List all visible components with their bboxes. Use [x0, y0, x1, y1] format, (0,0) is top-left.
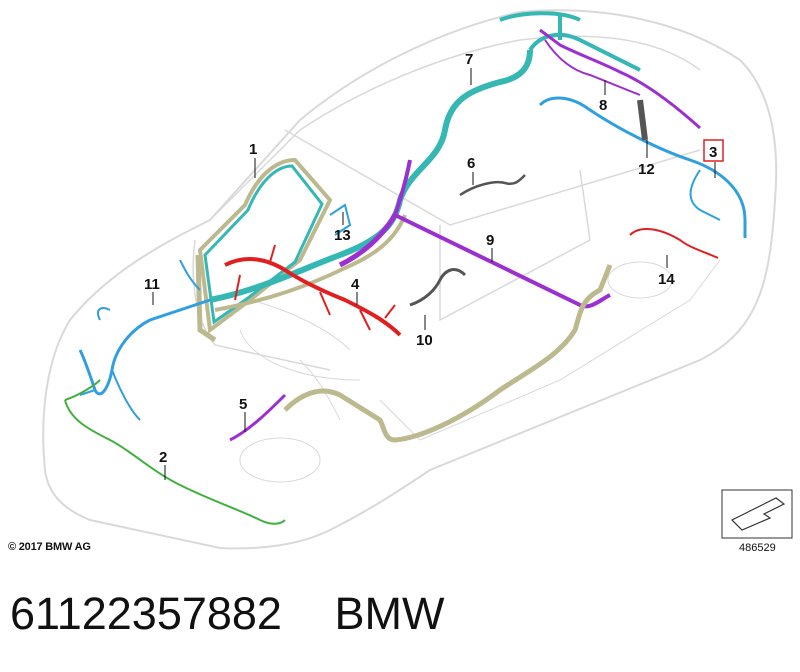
harness-9	[338, 159, 611, 309]
callout-14: 14	[658, 271, 675, 288]
direction-arrow-icon	[721, 489, 793, 539]
callout-leaders	[152, 68, 716, 480]
callout-10: 10	[416, 332, 433, 349]
harness-4	[224, 244, 402, 337]
harness-10	[409, 268, 467, 307]
callout-11: 11	[144, 276, 160, 293]
callout-9: 9	[486, 232, 494, 249]
harness-6	[459, 174, 526, 197]
part-number: 61122357882	[10, 588, 282, 639]
harness-14	[629, 228, 719, 259]
harness-8	[539, 28, 702, 130]
callout-labels: 1 2 3 4 5 6 7 8 9 10 11 12 13 14	[144, 51, 724, 466]
harness-1	[195, 157, 333, 343]
drawing-number: 486529	[739, 542, 776, 554]
callout-7: 7	[465, 51, 473, 68]
harness-2	[64, 379, 286, 525]
callout-1: 1	[249, 141, 257, 158]
harness-3	[538, 96, 747, 238]
harness-7	[209, 11, 641, 312]
brand-name: BMW	[334, 588, 445, 639]
callout-5: 5	[239, 396, 247, 413]
callout-6: 6	[467, 155, 475, 172]
harness-13	[329, 203, 352, 236]
caption: 61122357882 BMW	[10, 588, 444, 648]
floor-harness	[283, 264, 613, 443]
callout-3: 3	[709, 144, 717, 161]
harness-11	[78, 259, 211, 421]
copyright-notice: © 2017 BMW AG	[8, 541, 91, 553]
callout-12: 12	[638, 161, 655, 178]
callout-8: 8	[599, 97, 607, 114]
harness-12	[637, 99, 648, 141]
callout-2: 2	[159, 449, 167, 466]
harness-5	[229, 393, 287, 442]
wiring-harness-diagram: 1 2 3 4 5 6 7 8 9 10 11 12 13 14	[42, 9, 793, 550]
callout-13: 13	[334, 227, 351, 244]
callout-4: 4	[351, 276, 360, 293]
callout-3-highlight-box	[703, 139, 724, 162]
